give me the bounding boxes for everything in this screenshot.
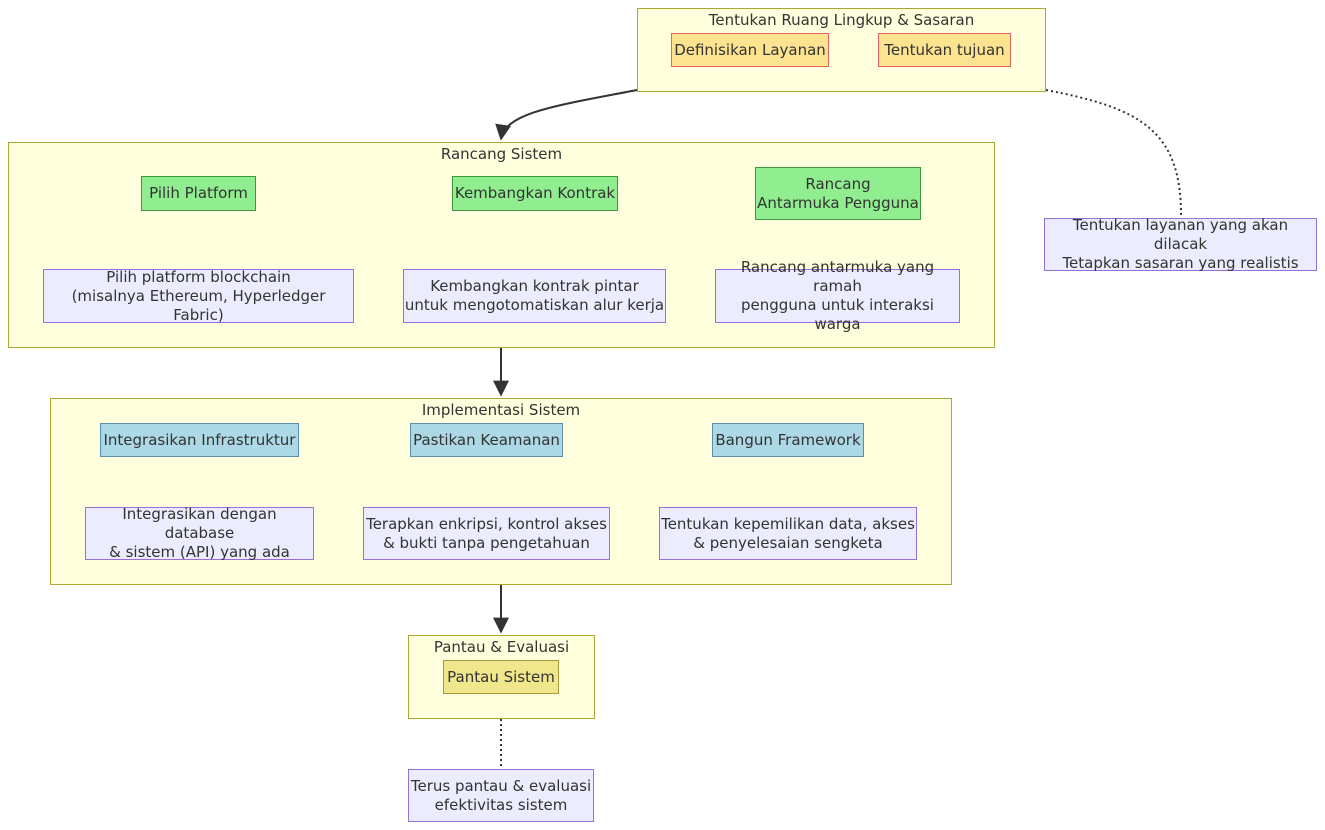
- node-set-goals[interactable]: Tentukan tujuan: [878, 33, 1011, 67]
- note-framework: Tentukan kepemilikan data, akses & penye…: [659, 507, 917, 560]
- note-integrate: Integrasikan dengan database & sistem (A…: [85, 505, 314, 561]
- node-ensure-security[interactable]: Pastikan Keamanan: [410, 423, 563, 457]
- edge-scope-to-design: [495, 89, 638, 141]
- node-design-ui[interactable]: Rancang Antarmuka Pengguna: [755, 167, 921, 220]
- node-build-framework[interactable]: Bangun Framework: [712, 423, 864, 457]
- node-choose-platform[interactable]: Pilih Platform: [141, 176, 256, 211]
- link-scope-note: [1045, 89, 1183, 219]
- cluster-scope-title: Tentukan Ruang Lingkup & Sasaran: [708, 11, 975, 29]
- note-platform: Pilih platform blockchain (misalnya Ethe…: [43, 268, 354, 324]
- node-develop-contract[interactable]: Kembangkan Kontrak: [452, 176, 618, 211]
- node-monitor-system[interactable]: Pantau Sistem: [443, 660, 559, 694]
- node-integrate-infrastructure[interactable]: Integrasikan Infrastruktur: [100, 423, 299, 457]
- note-contract: Kembangkan kontrak pintar untuk mengotom…: [403, 269, 666, 323]
- note-monitor: Terus pantau & evaluasi efektivitas sist…: [408, 769, 594, 822]
- note-ui: Rancang antarmuka yang ramah pengguna un…: [715, 258, 960, 333]
- cluster-design-title: Rancang Sistem: [440, 145, 563, 163]
- note-scope: Tentukan layanan yang akan dilacak Tetap…: [1044, 216, 1317, 272]
- cluster-implement-title: Implementasi Sistem: [421, 401, 581, 419]
- node-define-services[interactable]: Definisikan Layanan: [671, 33, 829, 67]
- cluster-monitor-title: Pantau & Evaluasi: [433, 638, 570, 656]
- cluster-monitor: Pantau & Evaluasi: [408, 635, 595, 719]
- note-security: Terapkan enkripsi, kontrol akses & bukti…: [363, 507, 610, 560]
